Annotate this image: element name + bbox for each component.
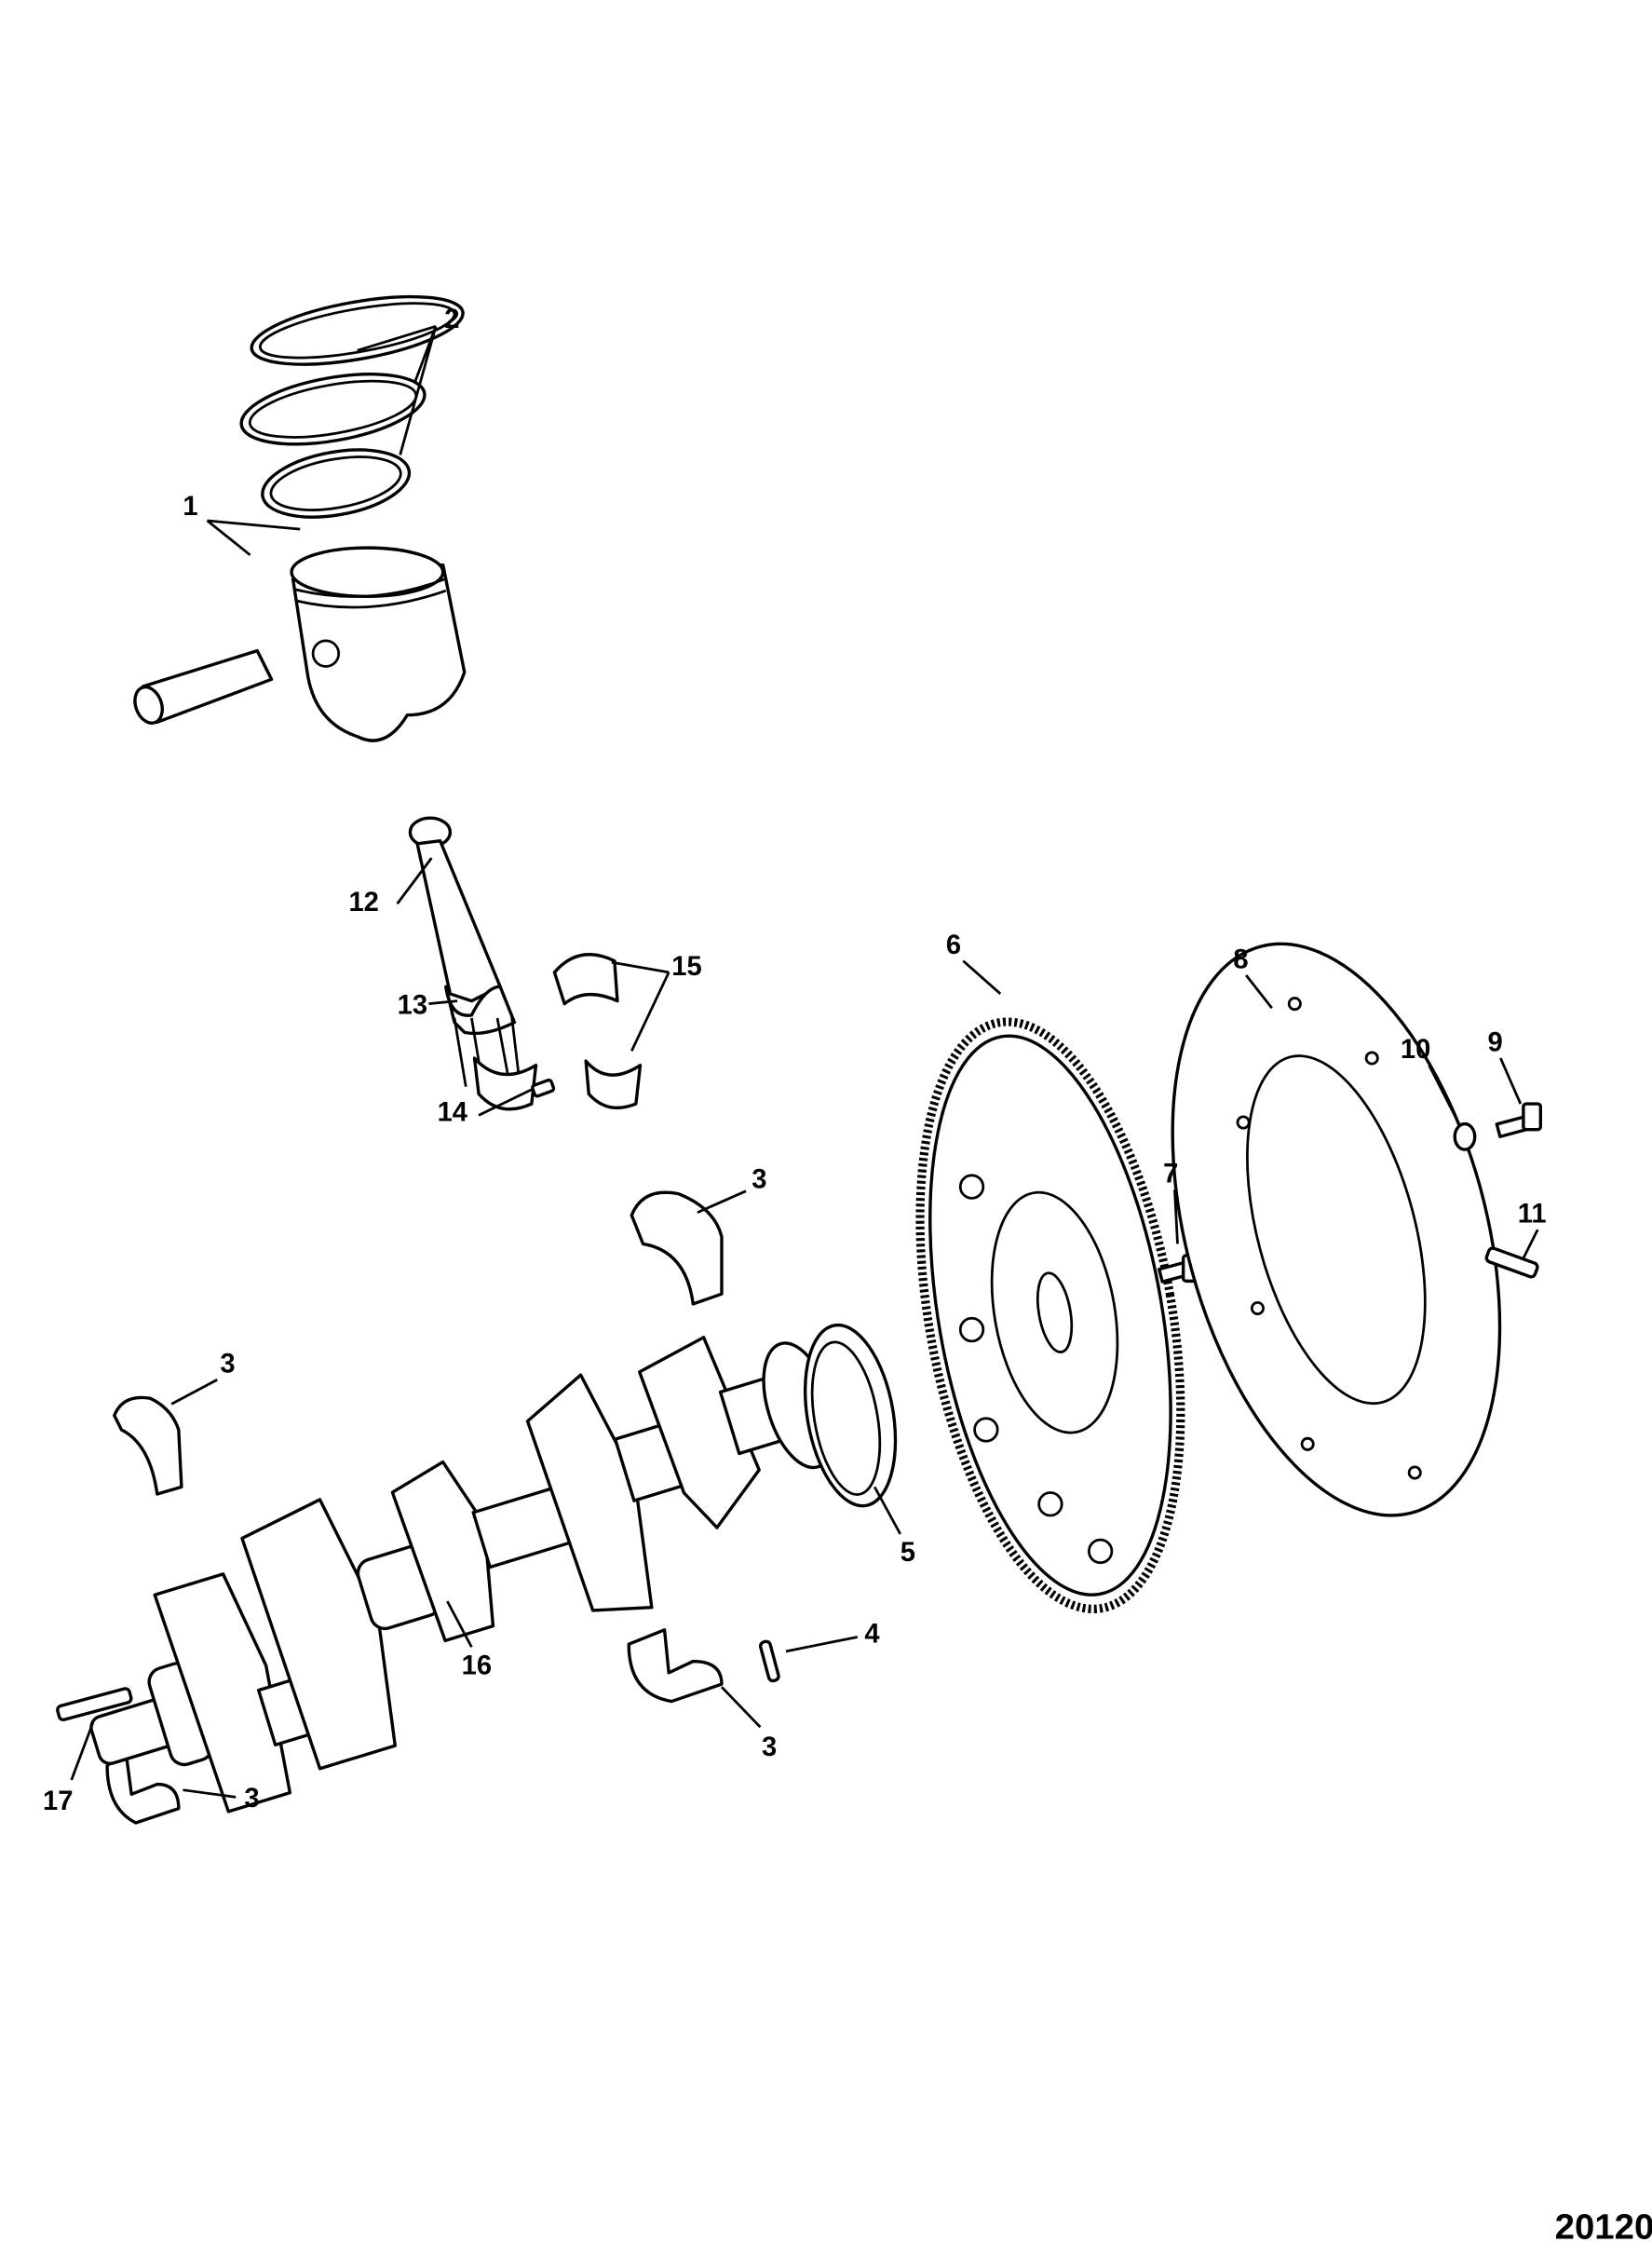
dowel-pins — [56, 1639, 780, 1722]
callout-2: 2 — [444, 305, 459, 334]
callout-10: 10 — [1401, 1035, 1430, 1065]
rod-bearing-upper — [552, 953, 619, 1006]
callout-1: 1 — [183, 492, 197, 522]
rod-bearing-lower — [472, 1056, 643, 1111]
crankshaft — [89, 1336, 836, 1814]
callout-15: 15 — [671, 952, 701, 982]
piston — [290, 546, 467, 742]
piston-rings — [239, 294, 465, 519]
flywheel — [915, 1017, 1185, 1613]
callout-9: 9 — [1488, 1027, 1503, 1057]
callout-13: 13 — [398, 990, 427, 1020]
callout-3: 3 — [762, 1732, 777, 1762]
callout-11: 11 — [1518, 1199, 1547, 1229]
callout-5: 5 — [900, 1538, 915, 1568]
connecting-rod — [408, 816, 521, 1087]
washer — [1453, 1121, 1477, 1151]
leader-lines — [70, 324, 1539, 1799]
rear-main-seal — [803, 1323, 898, 1508]
callout-6: 6 — [946, 931, 961, 960]
main-bearing — [105, 1190, 724, 1825]
bolt — [1495, 1102, 1542, 1138]
sensor-fitting — [1484, 1246, 1539, 1279]
callout-12: 12 — [348, 888, 378, 917]
callout-17: 17 — [43, 1787, 73, 1816]
callout-7: 7 — [1163, 1159, 1178, 1189]
callout-14: 14 — [438, 1098, 468, 1128]
rod-dowel — [531, 1078, 556, 1098]
flex-plate-adapter — [1171, 942, 1502, 1517]
callout-8: 8 — [1233, 944, 1248, 974]
callout-4: 4 — [864, 1620, 880, 1650]
callout-16: 16 — [462, 1651, 492, 1680]
piston-pin — [133, 648, 274, 725]
callout-3: 3 — [752, 1165, 766, 1195]
callout-3: 3 — [220, 1350, 235, 1379]
figure-id: 20120 — [1555, 2208, 1652, 2242]
callout-3: 3 — [244, 1784, 259, 1814]
